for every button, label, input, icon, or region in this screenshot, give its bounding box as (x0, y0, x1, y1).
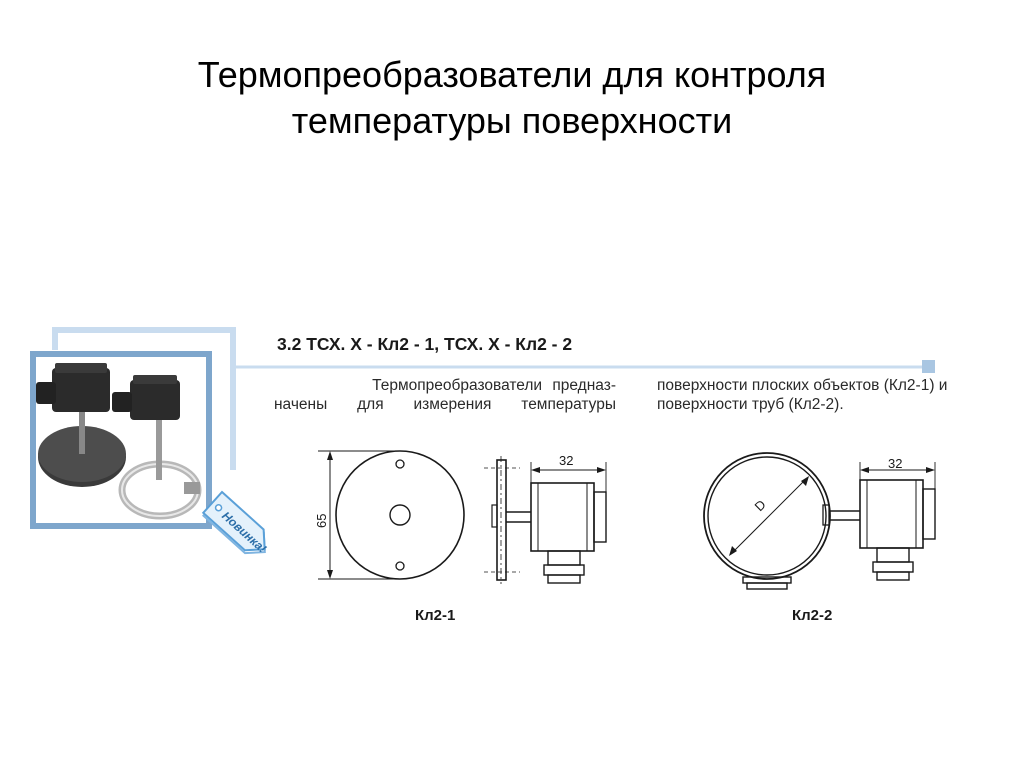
drawing-kl2-2 (703, 452, 936, 590)
dimension-diameter (729, 476, 809, 556)
description-left-line-1: Термопреобразователи предназ- (372, 377, 616, 394)
dimension-32-kl2-1 (530, 462, 607, 492)
decorative-frame (30, 327, 935, 529)
plate-side-view (496, 459, 507, 581)
caption-kl2-2: Кл2-2 (792, 607, 832, 624)
section-heading: 3.2 ТСХ. Х - Кл2 - 1, ТСХ. Х - Кл2 - 2 (277, 334, 572, 354)
dimension-32-kl2-2-label: 32 (888, 456, 902, 471)
drawing-kl2-1: 65 (314, 450, 607, 584)
description-right-line-1: поверхности плоских объектов (Кл2-1) и (657, 377, 948, 394)
new-badge: Новинка! (201, 490, 269, 556)
terminal-head-1 (52, 368, 110, 412)
slide-title-line-1: Термопреобразователи для контроля (197, 54, 827, 95)
dimension-65-label: 65 (314, 514, 329, 528)
dimension-32-kl2-1-label: 32 (559, 453, 573, 468)
pipe-cross-section (703, 452, 831, 580)
dimension-65 (318, 450, 398, 580)
description-left-line-2: начены для измерения температуры (274, 396, 616, 413)
dimension-diameter-label: D (752, 497, 769, 514)
slide-title: Термопреобразователи для контроля темпер… (0, 52, 1024, 144)
slide-title-line-2: температуры поверхности (291, 100, 733, 141)
terminal-head-drawing-1 (530, 482, 595, 552)
terminal-head-drawing-2 (859, 479, 924, 549)
center-hole (389, 504, 411, 526)
disc-front-view (335, 450, 465, 580)
caption-kl2-1: Кл2-1 (415, 607, 455, 624)
description-right-line-2: поверхности труб (Кл2-2). (657, 396, 844, 413)
frame-end-square (922, 360, 935, 373)
dimension-32-kl2-2 (859, 462, 936, 489)
terminal-head-2 (130, 380, 180, 420)
description-left: Термопреобразователи предназ- начены для… (274, 376, 616, 414)
product-photo (36, 363, 202, 520)
description-right: поверхности плоских объектов (Кл2-1) и п… (657, 376, 1002, 414)
